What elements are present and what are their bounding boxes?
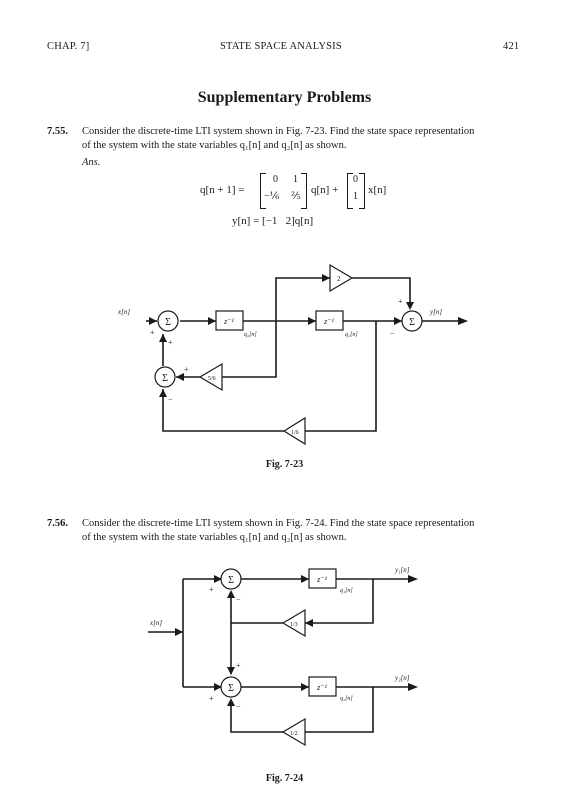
arrowhead [159, 389, 167, 397]
summer-symbol: Σ [162, 373, 168, 384]
matrix-entry: −⅙ [264, 191, 280, 202]
summer-symbol: Σ [165, 317, 171, 328]
sign-label: + [209, 585, 214, 594]
gain-value: 2 [337, 275, 341, 283]
summer-symbol: Σ [409, 317, 415, 328]
delay-label: z⁻¹ [316, 575, 327, 584]
arrowhead [301, 683, 309, 691]
arrowhead [159, 334, 167, 342]
running-header-chapter: CHAP. 7] [47, 41, 90, 52]
figure-7-23: Σ Σ Σ z⁻¹ z⁻¹ 2 5/6 1/6 x[n] y[n] q₂[n] … [117, 263, 468, 446]
matrix-bracket [347, 173, 353, 209]
delay-label: z⁻¹ [316, 683, 327, 692]
matrix-entry: 1 [293, 174, 298, 185]
answer-label: Ans. [82, 157, 101, 168]
page-number: 421 [503, 41, 520, 52]
arrowhead [208, 317, 216, 325]
arrowhead [408, 575, 418, 583]
state-equation-lhs: q[n + 1] = [200, 184, 245, 196]
vector-entry: 0 [353, 174, 358, 185]
problem-text-line: Consider the discrete-time LTI system sh… [82, 126, 475, 137]
arrowhead [305, 619, 313, 627]
summer-symbol: Σ [228, 575, 234, 586]
problem-text-line: Consider the discrete-time LTI system sh… [82, 518, 475, 529]
problem-number: 7.56. [47, 518, 68, 529]
problem-number: 7.55. [47, 126, 68, 137]
arrowhead [149, 317, 157, 325]
arrowhead [458, 317, 468, 325]
gain-amplifier [198, 362, 223, 392]
summer-node [401, 310, 423, 332]
delay-block [308, 676, 337, 697]
gain-value: 5/6 [208, 376, 216, 382]
matrix-entry: 0 [273, 174, 278, 185]
delay-label: z⁻¹ [323, 317, 334, 326]
input-label: x[n] [117, 308, 130, 316]
sign-label: + [184, 365, 189, 374]
figure-caption: Fig. 7-24 [265, 773, 304, 784]
output-equation: y[n] = [−1 2]q[n] [232, 215, 314, 227]
matrix-entry: ⅖ [291, 191, 301, 202]
arrowhead [175, 628, 183, 636]
arrowhead [394, 317, 402, 325]
gain-amplifier [282, 416, 306, 446]
summer-node [154, 366, 176, 388]
summer-node [220, 568, 242, 590]
state-variable-label: q₂[n] [244, 332, 257, 338]
arrowhead [176, 373, 184, 381]
arrowhead [406, 302, 414, 310]
summer-symbol: Σ [228, 683, 234, 694]
gain-amplifier [281, 608, 306, 638]
delay-label: z⁻¹ [223, 317, 234, 326]
output-label: y₂[n] [394, 674, 410, 682]
matrix-bracket [260, 173, 266, 209]
arrowhead [301, 575, 309, 583]
arrowhead [322, 274, 330, 282]
figure-caption: Fig. 7-23 [265, 459, 304, 470]
gain-amplifier [329, 263, 354, 293]
matrix-bracket [301, 173, 307, 209]
arrowhead [408, 683, 418, 691]
figure-7-24: Σ Σ z⁻¹ z⁻¹ 1/3 1/2 x[n] y₁[n] y₂[n] q₁[… [148, 566, 418, 747]
vector-entry: 1 [353, 191, 358, 202]
arrowhead [214, 683, 222, 691]
gain-value: 1/3 [290, 622, 298, 628]
section-title: Supplementary Problems [197, 89, 372, 106]
summer-node [157, 310, 179, 332]
delay-block [215, 310, 244, 331]
input-label: x[n] [149, 619, 162, 627]
delay-block [315, 310, 344, 331]
sign-label: + [168, 338, 173, 347]
problem-text-line: of the system with the state variables q… [82, 532, 347, 543]
state-variable-label: q₁[n] [340, 588, 353, 594]
problem-text-line: of the system with the state variables q… [82, 140, 347, 151]
gain-value: 1/2 [290, 731, 298, 737]
gain-amplifier [281, 717, 306, 747]
arrowhead [227, 667, 235, 675]
arrowhead [227, 698, 235, 706]
sign-label: + [150, 328, 155, 337]
delay-block [308, 568, 337, 589]
gain-value: 1/6 [291, 430, 299, 436]
output-label: y₁[n] [394, 566, 410, 574]
sign-label: − [236, 595, 241, 604]
matrix-bracket [359, 173, 365, 209]
arrowhead [308, 317, 316, 325]
output-label: y[n] [429, 308, 442, 316]
state-equation-end: x[n] [368, 184, 387, 196]
state-variable-label: q₂[n] [340, 696, 353, 702]
sign-label: + [398, 297, 403, 306]
sign-label: − [390, 329, 395, 338]
sign-label: + [236, 661, 241, 670]
state-equation-mid: q[n] + [311, 184, 339, 196]
state-equation: q[n + 1] = 0 1 −⅙ ⅖ q[n] + 0 1 x[n] [200, 173, 440, 209]
state-variable-label: q₁[n] [345, 332, 358, 338]
sign-label: − [236, 702, 241, 711]
running-header-title: STATE SPACE ANALYSIS [220, 41, 342, 52]
sign-label: + [209, 694, 214, 703]
sign-label: − [168, 395, 173, 404]
arrowhead [227, 590, 235, 598]
arrowhead [214, 575, 222, 583]
summer-node [220, 676, 242, 698]
